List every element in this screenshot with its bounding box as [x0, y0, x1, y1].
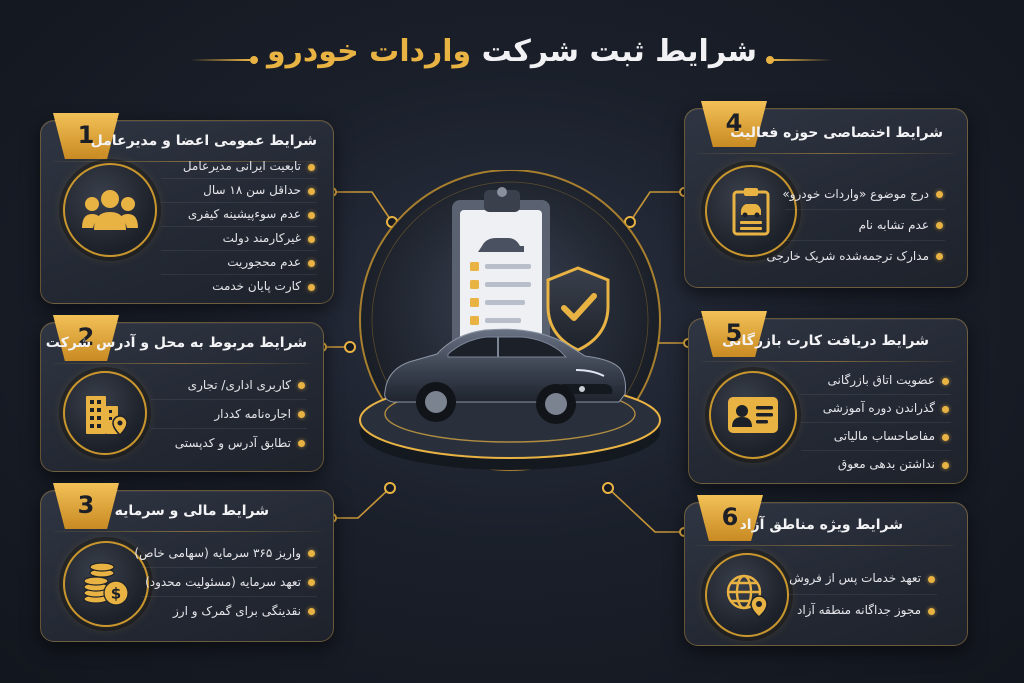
card-number-badge: 6 [697, 495, 763, 541]
card-commercial-card-conditions: 5 شرایط دریافت کارت بازرگانی عضویت اتاق … [688, 311, 968, 484]
card-number-badge: 4 [701, 101, 767, 147]
list-item: عدم سوءپیشینه کیفری [161, 203, 317, 227]
central-illustration [359, 170, 661, 471]
card-title: شرایط عمومی اعضا و مدیرعامل [90, 133, 317, 149]
title-decor-line-right [772, 59, 832, 61]
card-title-divider [53, 161, 321, 162]
card-activity-conditions: 4 شرایط اختصاصی حوزه فعالیت درج موضوع «و… [684, 101, 968, 288]
title-decor-dot-right [766, 56, 774, 64]
list-item: عدم محجوریت [161, 251, 317, 275]
card-number-badge: 2 [53, 315, 119, 361]
card-general-conditions: 1 شرایط عمومی اعضا و مدیرعامل تابعیت ایر… [40, 113, 334, 304]
card-title: شرایط اختصاصی حوزه فعالیت [730, 125, 943, 141]
list-item: اجاره‌نامه کددار [151, 400, 307, 429]
list-item: غیرکارمند دولت [161, 227, 317, 251]
card-item-list: عضویت اتاق بازرگانی گذراندن دوره آموزشی … [801, 367, 951, 478]
card-title: شرایط ویژه مناطق آزاد [739, 517, 903, 533]
connector-card-6 [607, 487, 684, 533]
people-group-icon [63, 163, 157, 257]
card-title-divider [701, 361, 955, 362]
coins-dollar-icon: $ [63, 541, 149, 627]
card-number-badge: 5 [701, 311, 767, 357]
list-item: عدم تشابه نام [785, 210, 945, 241]
card-number-badge: 3 [53, 483, 119, 529]
list-item: مدارک ترجمه‌شده شریک خارجی [767, 241, 945, 271]
list-item: درج موضوع «واردات خودرو» [782, 179, 945, 210]
card-title-divider [53, 363, 311, 364]
card-item-list: درج موضوع «واردات خودرو» عدم تشابه نام م… [767, 179, 945, 271]
card-title-divider [53, 531, 321, 532]
title-decor-line-left [190, 59, 250, 61]
list-item: تابعیت ایرانی مدیرعامل [161, 155, 317, 179]
card-location-conditions: 2 شرایط مربوط به محل و آدرس شرکت کاربری … [40, 315, 324, 472]
card-item-list: واریز ۳۶۵ سرمایه (سهامی خاص) تعهد سرمایه… [134, 539, 317, 625]
card-title: شرایط مربوط به محل و آدرس شرکت [45, 335, 307, 351]
globe-location-icon [705, 553, 789, 637]
card-number-badge: 1 [53, 113, 119, 159]
card-item-list: تابعیت ایرانی مدیرعامل حداقل سن ۱۸ سال ع… [161, 155, 317, 298]
list-item: کاربری اداری/ تجاری [151, 371, 307, 400]
card-title: شرایط دریافت کارت بازرگانی [722, 333, 929, 349]
list-item: تعهد سرمایه (مسئولیت محدود) [141, 568, 317, 597]
list-item: کارت پایان خدمت [161, 275, 317, 298]
card-free-zone-conditions: 6 شرایط ویژه مناطق آزاد تعهد خدمات پس از… [684, 495, 968, 646]
sedan-car-icon [384, 328, 626, 424]
card-financial-conditions: 3 شرایط مالی و سرمایه $ واریز ۳۶۵ سرمایه… [40, 483, 334, 642]
id-card-icon [709, 371, 797, 459]
title-part-highlight: واردات خودرو [266, 34, 472, 69]
title-decor-dot-left [250, 56, 258, 64]
clipboard-checklist-icon [452, 187, 550, 350]
list-item: نداشتن بدهی معوق [801, 451, 951, 478]
title-part-main: شرایط ثبت شرکت [471, 34, 758, 69]
list-item: تطابق آدرس و کدپستی [151, 429, 307, 457]
card-title-divider [697, 153, 955, 154]
clipboard-car-icon [705, 165, 797, 257]
page-title: شرایط ثبت شرکت واردات خودرو [0, 34, 1024, 69]
connector-card-1 [332, 191, 393, 223]
connector-card-4 [629, 191, 684, 223]
list-item: مفاصاحساب مالیاتی [801, 423, 951, 451]
card-item-list: تعهد خدمات پس از فروش مجوز جداگانه منطقه… [787, 563, 937, 626]
list-item: گذراندن دوره آموزشی [801, 395, 951, 423]
list-item: واریز ۳۶۵ سرمایه (سهامی خاص) [134, 539, 317, 568]
card-title-divider [697, 545, 955, 546]
card-title: شرایط مالی و سرمایه [114, 503, 269, 519]
list-item: عضویت اتاق بازرگانی [801, 367, 951, 395]
list-item: نقدینگی برای گمرک و ارز [141, 597, 317, 625]
list-item: مجوز جداگانه منطقه آزاد [787, 595, 937, 626]
svg-text:$: $ [111, 585, 121, 603]
card-item-list: کاربری اداری/ تجاری اجاره‌نامه کددار تطا… [151, 371, 307, 457]
connector-card-3 [332, 487, 391, 519]
building-location-icon [63, 371, 147, 455]
list-item: حداقل سن ۱۸ سال [161, 179, 317, 203]
shield-check-icon [546, 266, 610, 352]
list-item: تعهد خدمات پس از فروش [787, 563, 937, 595]
